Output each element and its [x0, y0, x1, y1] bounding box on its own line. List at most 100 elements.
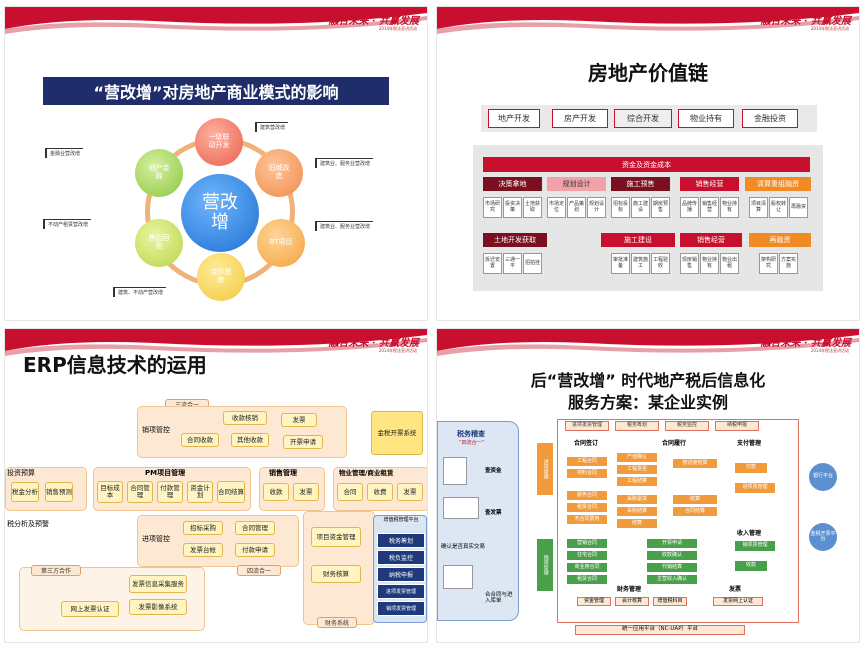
item-refinancing: 再融资 — [789, 197, 808, 218]
tab-input-invoice[interactable]: 进项发票管理 — [565, 421, 609, 431]
tab-tax-filing[interactable]: 纳税申报 — [715, 421, 759, 431]
item-presale: 期房预售 — [651, 197, 670, 218]
center-circle: 营改增 — [181, 174, 259, 252]
check-funds: 查资金 — [485, 468, 502, 474]
tag-third-party: 第三方合作 — [31, 565, 81, 576]
node-primary-development: 一级联动开发 — [195, 118, 243, 166]
slide-title: ERP信息技术的运用 — [23, 353, 207, 377]
item-acceptance: 工程验收 — [651, 253, 670, 274]
tax-platform-label: 增值税管理平台 — [383, 517, 419, 523]
box-property-contract: 合同 — [337, 483, 363, 501]
slide-title: 房地产价值链 — [588, 61, 708, 85]
contract-commercial: 商业用合同 — [567, 563, 607, 572]
brand-name: 融合未来 · 共赢发展 — [760, 338, 851, 349]
exec-purchase-return: 采购退货 — [617, 495, 657, 504]
side-tag-input-mgmt: 进项管理 — [537, 443, 553, 495]
tax-analysis-warning: 税分析及预警 — [7, 520, 49, 528]
input-control-label: 进项管控 — [142, 535, 170, 543]
box-output-invoice-mgmt: 销项发票管理 — [377, 601, 425, 616]
header-swoosh — [437, 7, 859, 34]
item-market-research: 市场研究 — [483, 197, 502, 218]
brand-name: 融合未来 · 共赢发展 — [328, 338, 419, 349]
item-property-holding: 物业持有 — [720, 197, 739, 218]
box-property-invoice: 发票 — [397, 483, 423, 501]
sales-control-label: 销项管控 — [142, 426, 170, 434]
budget-label: 投资预算 — [7, 469, 35, 477]
side-tag-output-mgmt: 销项管理 — [537, 539, 553, 591]
box-tax-analysis: 税金分析 — [11, 482, 39, 502]
contract-icon — [443, 565, 473, 589]
slide-value-chain[interactable]: 融合未来 · 共赢发展 2014年税法宣讲活动 房地产价值链 地产开发 房产开发… — [436, 6, 860, 321]
main-solution-panel — [557, 419, 799, 623]
income-output-invoice-mgmt: 销项票管理 — [735, 541, 775, 551]
contract-residential: 住宅合同 — [567, 551, 607, 560]
node-old-city-renovation: 旧城改造 — [255, 149, 303, 197]
box-contract-settlement: 合同结算 — [217, 481, 245, 503]
item-property-lease: 物业出租 — [720, 253, 739, 274]
box-golden-tax-system: 金税开票系统 — [371, 411, 423, 455]
stage-decision: 决策拿地 — [483, 177, 542, 191]
box-financial-accounting: 财务核算 — [311, 565, 361, 583]
item-market-positioning: 市场定位 — [547, 197, 566, 218]
tab-tax-monitor[interactable]: 税务监控 — [665, 421, 709, 431]
invoice-icon — [443, 497, 479, 519]
node-real-estate-finance: 地产金融 — [135, 149, 183, 197]
node-leaseback: 售后回租 — [135, 219, 183, 267]
box-sales-receipt: 收款 — [263, 483, 289, 501]
four-flows-label: “四流合一” — [459, 440, 485, 446]
stage-sales: 销售经营 — [680, 177, 739, 191]
item-site-prep: 三通一平 — [503, 253, 522, 274]
pill-property-holding: 物业持有 — [678, 109, 734, 128]
stage-liquidation: 清算重组融资 — [745, 177, 811, 191]
callout-finance: 金融业营改增 — [45, 148, 84, 158]
item-land-acquisition: 土地获取 — [523, 197, 542, 218]
finance-fund-mgmt: 资金管理 — [577, 597, 611, 606]
slide-business-model[interactable]: 融合未来 · 共赢发展 2014年税法宣讲活动 “营改增”对房地产商业模式的影响… — [4, 6, 428, 321]
box-invoice-image: 发票影像系统 — [129, 599, 187, 615]
finance-mgmt-label: 财务管理 — [617, 586, 642, 593]
tax-inspection-panel — [437, 421, 519, 621]
slide-tax-solution[interactable]: 融合未来 · 共赢发展 2014年税法宣讲活动 后“营改增” 时代地产税后信息化… — [436, 328, 860, 643]
slide-erp[interactable]: 融合未来 · 共赢发展 2014年税法宣讲活动 ERP信息技术的运用 三流合一 … — [4, 328, 428, 643]
item-approval: 审批准备 — [611, 253, 630, 274]
tax-inspection-title: 税务稽查 — [457, 430, 485, 438]
item-structure-research: 架构研究 — [759, 253, 778, 274]
callout-construction: 建筑营改增 — [255, 122, 289, 132]
stage-refinancing: 再融资 — [749, 233, 811, 247]
box-tax-filing: 纳税申报 — [377, 567, 425, 582]
item-sales-operation: 销售经营 — [700, 197, 719, 218]
exec-consignment-settlement: 代销结算 — [647, 563, 697, 572]
finance-accounting: 会计核算 — [615, 597, 649, 606]
header-swoosh — [5, 329, 427, 356]
box-input-contract: 合同管理 — [235, 521, 275, 535]
pay-payment: 付款 — [735, 463, 767, 473]
exec-progress-settlement: 按进度结算 — [673, 459, 717, 468]
tab-tax-planning[interactable]: 税务筹划 — [615, 421, 659, 431]
stage-planning: 规划设计 — [547, 177, 606, 191]
box-payment-request: 付款申请 — [235, 543, 275, 557]
funding-cost-header: 资金及资金成本 — [483, 157, 810, 172]
slide-title: “营改增”对房地产商业模式的影响 — [43, 77, 389, 105]
exec-engineering-settlement: 工程结算 — [617, 477, 657, 486]
callout-construction-service-2: 建筑业、服务业营改增 — [315, 221, 374, 231]
contract-warehouse: 合合同与进入库单 — [485, 592, 513, 604]
contract-material: 材料合同 — [567, 469, 607, 478]
tag-four-flows: 四流合一 — [237, 565, 281, 576]
invoice-label: 发票 — [729, 586, 742, 593]
node-joint-construction: 合作建房 — [197, 253, 245, 301]
check-invoices: 查发票 — [485, 510, 502, 516]
platform-footer: 统一应用平台（NC-UAP）平台 — [575, 625, 745, 635]
box-contract-receipt: 合同收款 — [181, 433, 219, 447]
box-tax-planning: 税务筹划 — [377, 533, 425, 548]
bank-platform: 银行平台 — [809, 463, 837, 491]
item-equity-transfer: 股权转让 — [769, 197, 788, 218]
item-brand-promotion: 品牌传播 — [680, 197, 699, 218]
item-project-liquidation: 项目清算 — [749, 197, 768, 218]
exec-invoice-request: 开票申请 — [647, 539, 697, 548]
stage-land-acquisition: 土地开发获取 — [483, 233, 547, 247]
item-bidding: 招标投标 — [611, 197, 630, 218]
finance-vat-subject: 增值税科目 — [653, 597, 687, 606]
box-invoice-ledger: 发票台帐 — [183, 543, 223, 557]
contract-execution-label: 合同履行 — [662, 440, 687, 447]
item-demolition: 拆迁安置 — [483, 253, 502, 274]
